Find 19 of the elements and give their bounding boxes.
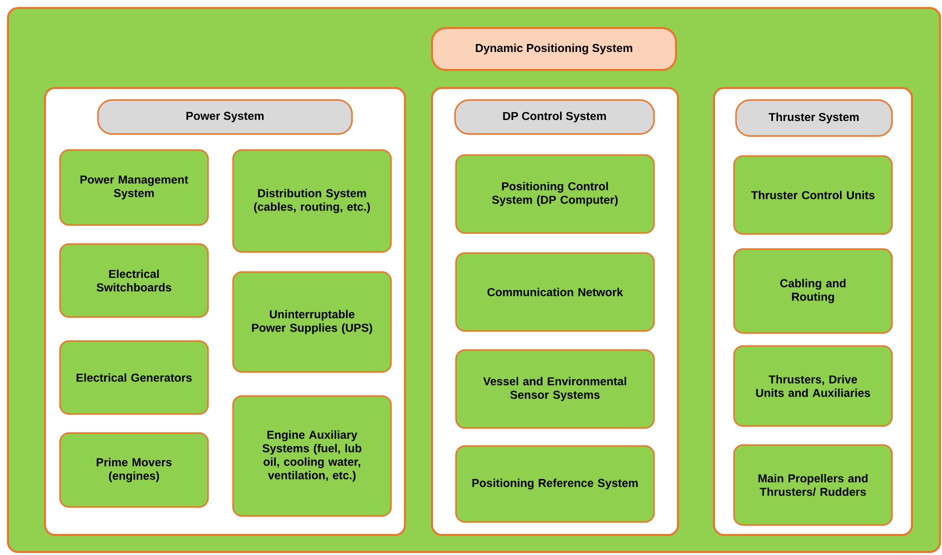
component-box: Distribution System (cables, routing, etc.) [232, 149, 392, 253]
component-box: Positioning Reference System [455, 445, 655, 523]
component-box: Communication Network [455, 252, 655, 332]
component-box: Power Management System [59, 149, 209, 226]
component-box: Uninterruptable Power Supplies (UPS) [232, 271, 392, 373]
heading-pill: Power System [97, 99, 353, 135]
heading-pill: Thruster System [735, 99, 893, 137]
component-box: Main Propellers and Thrusters/ Rudders [733, 444, 893, 526]
title-box: Dynamic Positioning System [431, 27, 677, 71]
component-box: Electrical Switchboards [59, 243, 209, 318]
component-box: Cabling and Routing [733, 248, 893, 334]
component-box: Prime Movers (engines) [59, 432, 209, 508]
component-box: Electrical Generators [59, 340, 209, 415]
component-box: Vessel and Environmental Sensor Systems [455, 349, 655, 429]
component-box: Thruster Control Units [733, 155, 893, 235]
component-box: Engine Auxiliary Systems (fuel, lub oil, cooling water, ventilation, etc.) [232, 395, 392, 517]
heading-pill: DP Control System [454, 99, 655, 135]
component-box: Thrusters, Drive Units and Auxiliaries [733, 345, 893, 427]
component-box: Positioning Control System (DP Computer) [455, 154, 655, 234]
